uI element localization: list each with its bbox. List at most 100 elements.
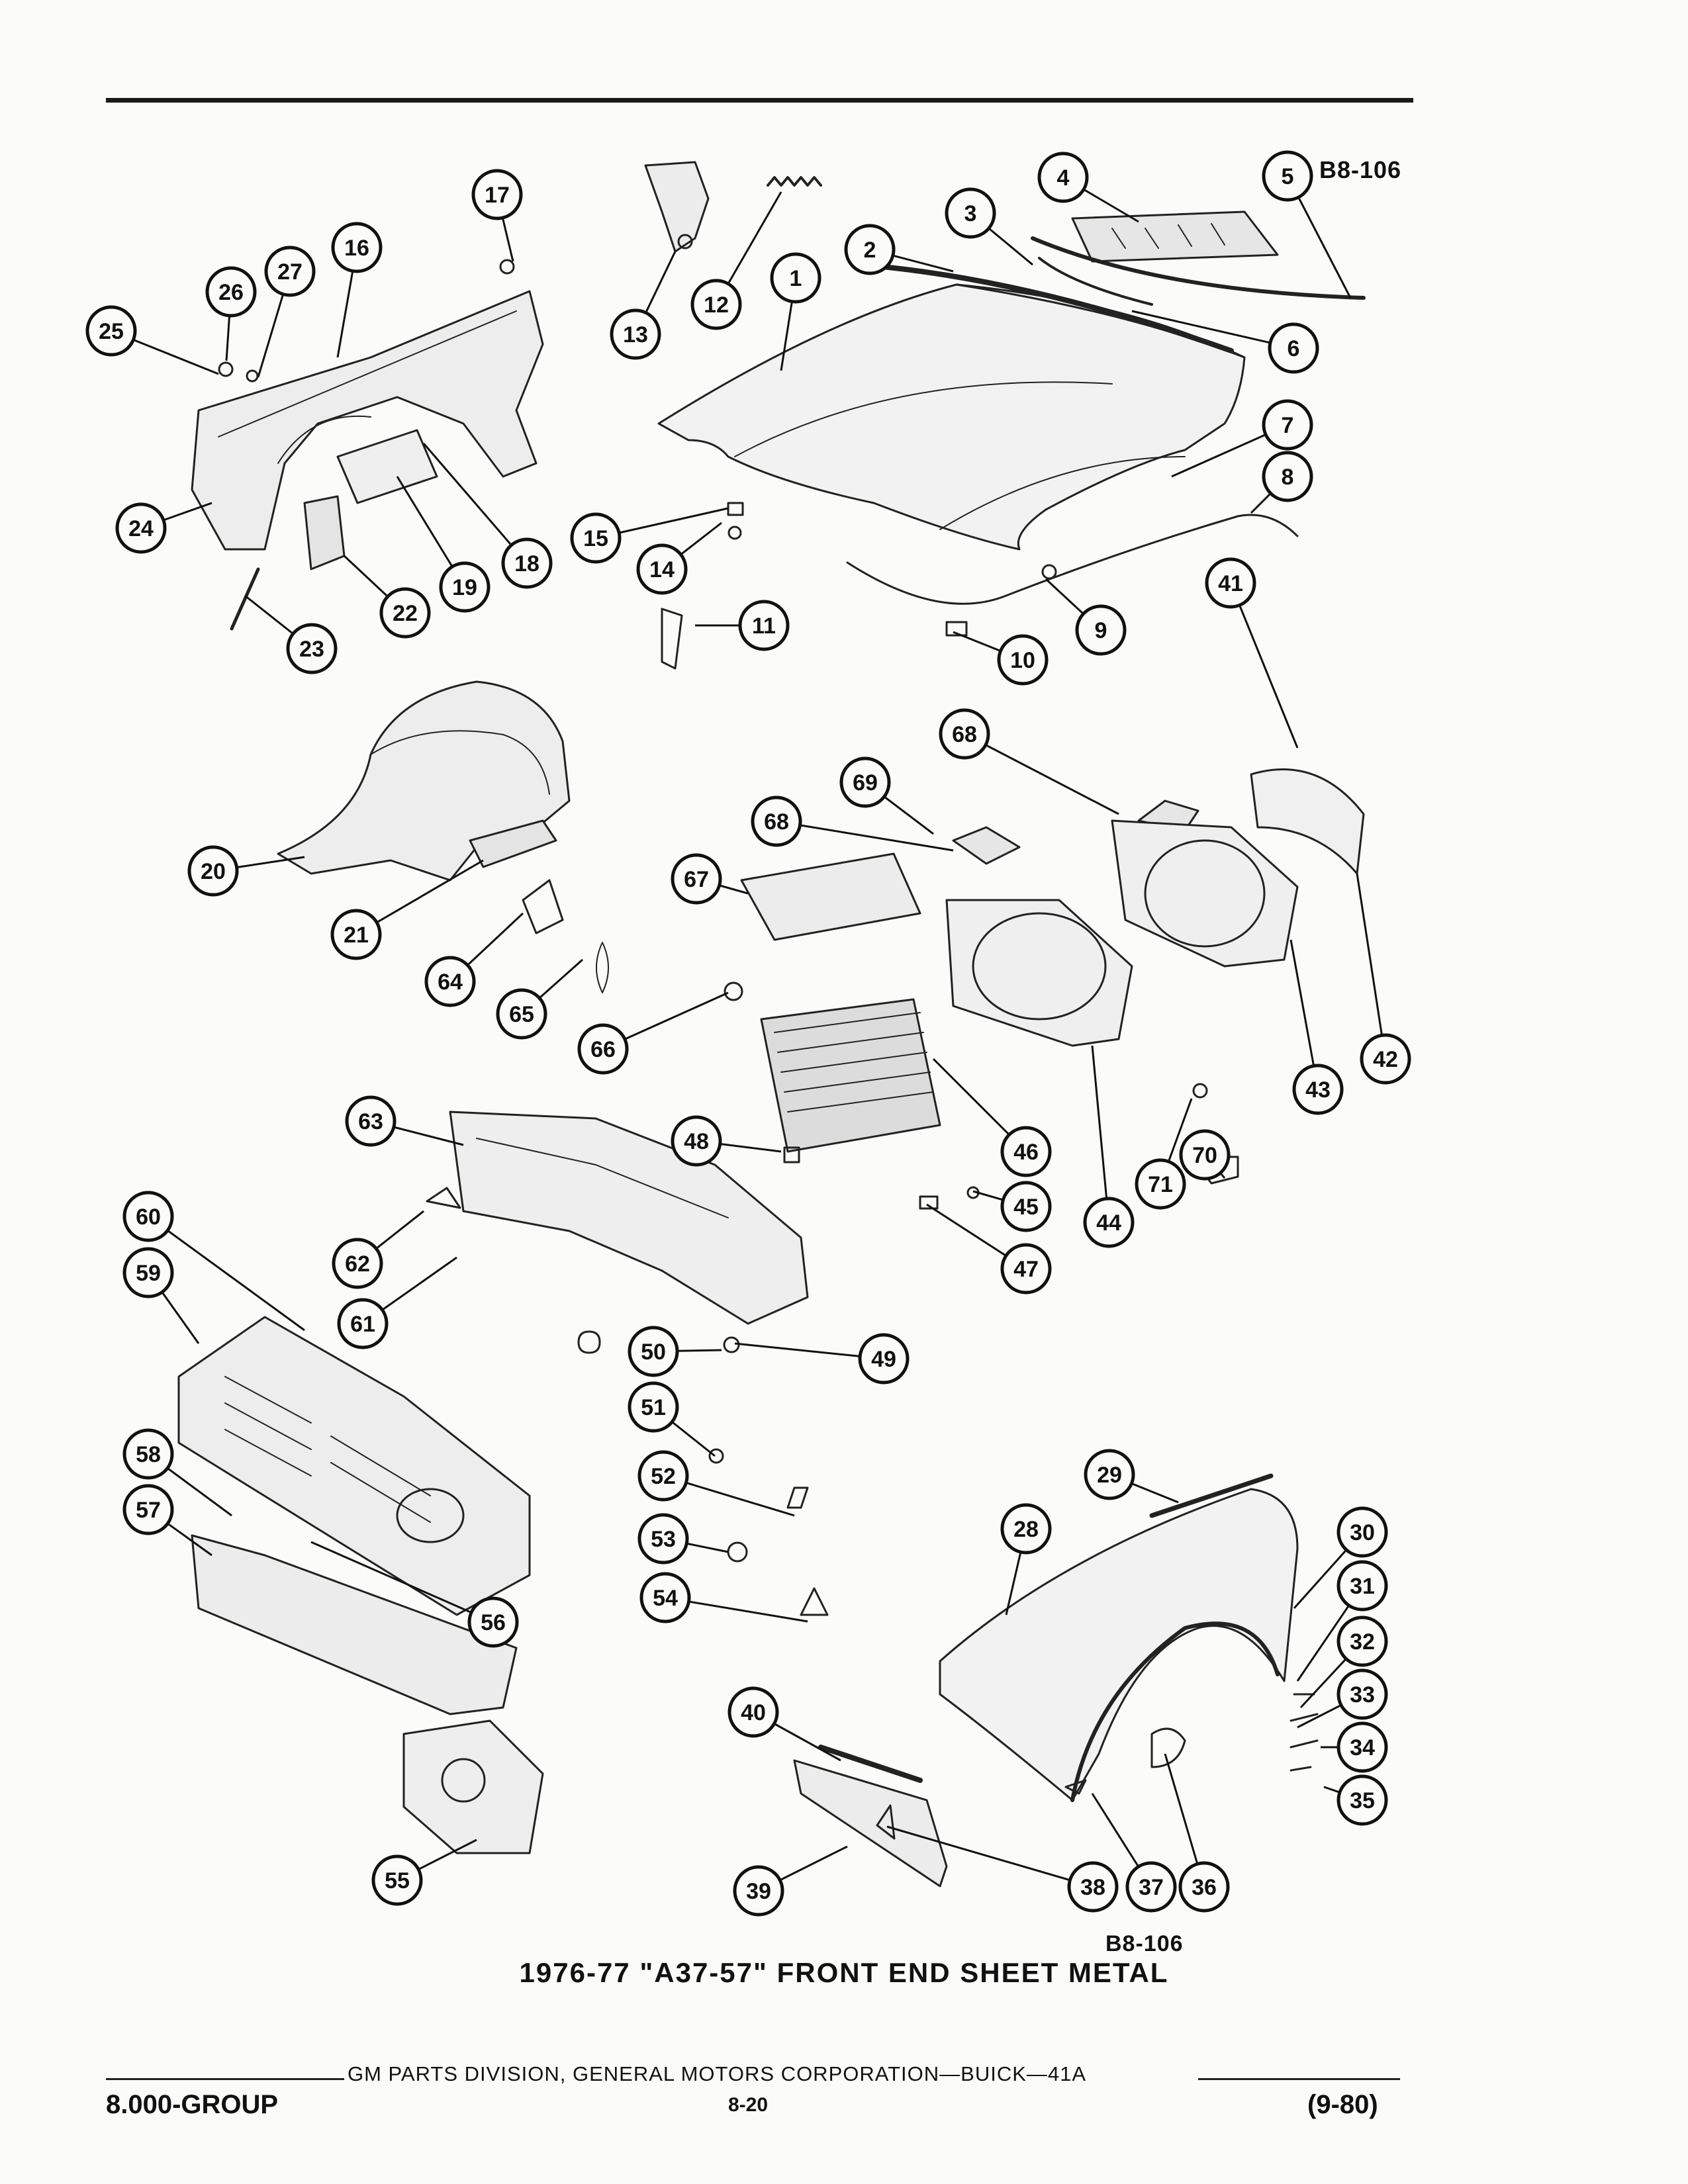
callout-circle [337,1298,389,1349]
callout-56: 56 [467,1596,519,1648]
callout-number: 26 [218,280,244,305]
callout-number: 40 [741,1700,766,1725]
callout-circle [122,1247,174,1298]
hood-hinge-part [644,161,710,253]
callout-circle [939,708,990,760]
footer-date: (9-80) [1307,2090,1378,2119]
callout-number: 61 [350,1312,375,1337]
callout-circle [1336,1668,1388,1720]
fender-rod [230,567,260,631]
callout-number: 70 [1192,1143,1217,1168]
callout-number: 29 [1097,1463,1122,1488]
callout-number: 20 [201,859,226,884]
callout-33: 33 [1336,1668,1388,1720]
callout-circle [1292,1064,1344,1115]
callout-60: 60 [122,1191,174,1242]
callout-number: 67 [684,867,709,892]
callout-number: 71 [1148,1172,1173,1197]
callout-25: 25 [85,305,137,357]
callout-number: 69 [853,770,878,796]
callout-circle [637,1450,689,1502]
bumper-strip [818,1745,923,1783]
release-cable [846,514,1299,605]
callout-circle [858,1333,910,1385]
callout-circle [1075,604,1127,656]
callout-number: 33 [1350,1682,1375,1707]
callout-number: 22 [393,601,418,626]
callout-number: 1 [790,266,802,291]
callout-7: 7 [1262,399,1313,451]
callout-3: 3 [945,187,996,239]
callout-37: 37 [1125,1861,1177,1913]
callout-circle [1125,1861,1177,1913]
callout-number: 19 [452,575,477,600]
fan-shroud-upper-2 [952,826,1021,865]
callout-circle [733,1865,784,1917]
callout-number: 21 [344,923,369,948]
callout-number: 50 [641,1340,666,1365]
callout-number: 16 [344,236,369,261]
leader-line [1131,310,1294,349]
callout-number: 64 [438,970,463,995]
callout-27: 27 [264,246,316,297]
callout-circle [1037,152,1089,203]
callout-circle [1000,1243,1052,1295]
callout-6: 6 [1268,322,1319,374]
callout-number: 49 [871,1347,896,1372]
callout-71: 71 [1135,1158,1186,1210]
callout-2: 2 [844,224,896,275]
callout-number: 6 [1288,336,1300,361]
callout-number: 17 [485,183,510,208]
callout-69: 69 [839,756,891,808]
callout-23: 23 [286,623,338,674]
callout-number: 47 [1013,1257,1039,1282]
leader-line [964,733,1119,815]
bumper-filler-part [191,1534,518,1715]
callout-circle [424,956,476,1007]
callout-54: 54 [639,1572,691,1623]
callout-55: 55 [371,1854,423,1906]
callout-circle [1084,1449,1135,1500]
callout-circle [637,1513,689,1565]
callout-circle [1336,1560,1388,1612]
footer-publisher: GM PARTS DIVISION, GENERAL MOTORS CORPOR… [348,2062,1087,2085]
callout-circle [331,222,383,273]
callout-45: 45 [1000,1181,1052,1232]
callout-circle [1336,1615,1388,1667]
callout-circle [1205,557,1256,609]
callout-circle [1135,1158,1186,1210]
callout-circle [85,305,137,357]
callout-circle [690,279,742,330]
callout-number: 7 [1282,413,1294,438]
callout-10: 10 [997,634,1049,686]
callout-16: 16 [331,222,383,273]
footer-rule-left [106,2078,344,2080]
leader-line [148,1215,305,1332]
callout-circle [577,1023,629,1075]
callout-circle [1262,150,1313,202]
callout-44: 44 [1083,1197,1135,1248]
callout-circle [570,512,622,564]
callout-41: 41 [1205,557,1256,609]
callout-number: 44 [1096,1210,1121,1236]
fan-shroud-part [1111,819,1299,968]
callout-1: 1 [770,252,821,304]
callout-number: 27 [277,259,303,285]
callout-67: 67 [671,853,722,905]
grille-part [177,1316,531,1616]
callout-38: 38 [1067,1861,1119,1913]
callout-number: 30 [1350,1520,1375,1545]
callout-number: 59 [136,1261,161,1286]
callout-31: 31 [1336,1560,1388,1612]
callout-number: 66 [590,1037,616,1062]
callout-35: 35 [1336,1774,1388,1826]
callout-circle [332,1238,383,1289]
top-rule [106,98,1413,103]
callout-number: 54 [653,1586,678,1611]
callout-number: 36 [1192,1875,1217,1900]
callout-19: 19 [439,561,491,613]
callout-53: 53 [637,1513,689,1565]
hood-part [657,283,1246,551]
front-fender-part [939,1488,1299,1802]
